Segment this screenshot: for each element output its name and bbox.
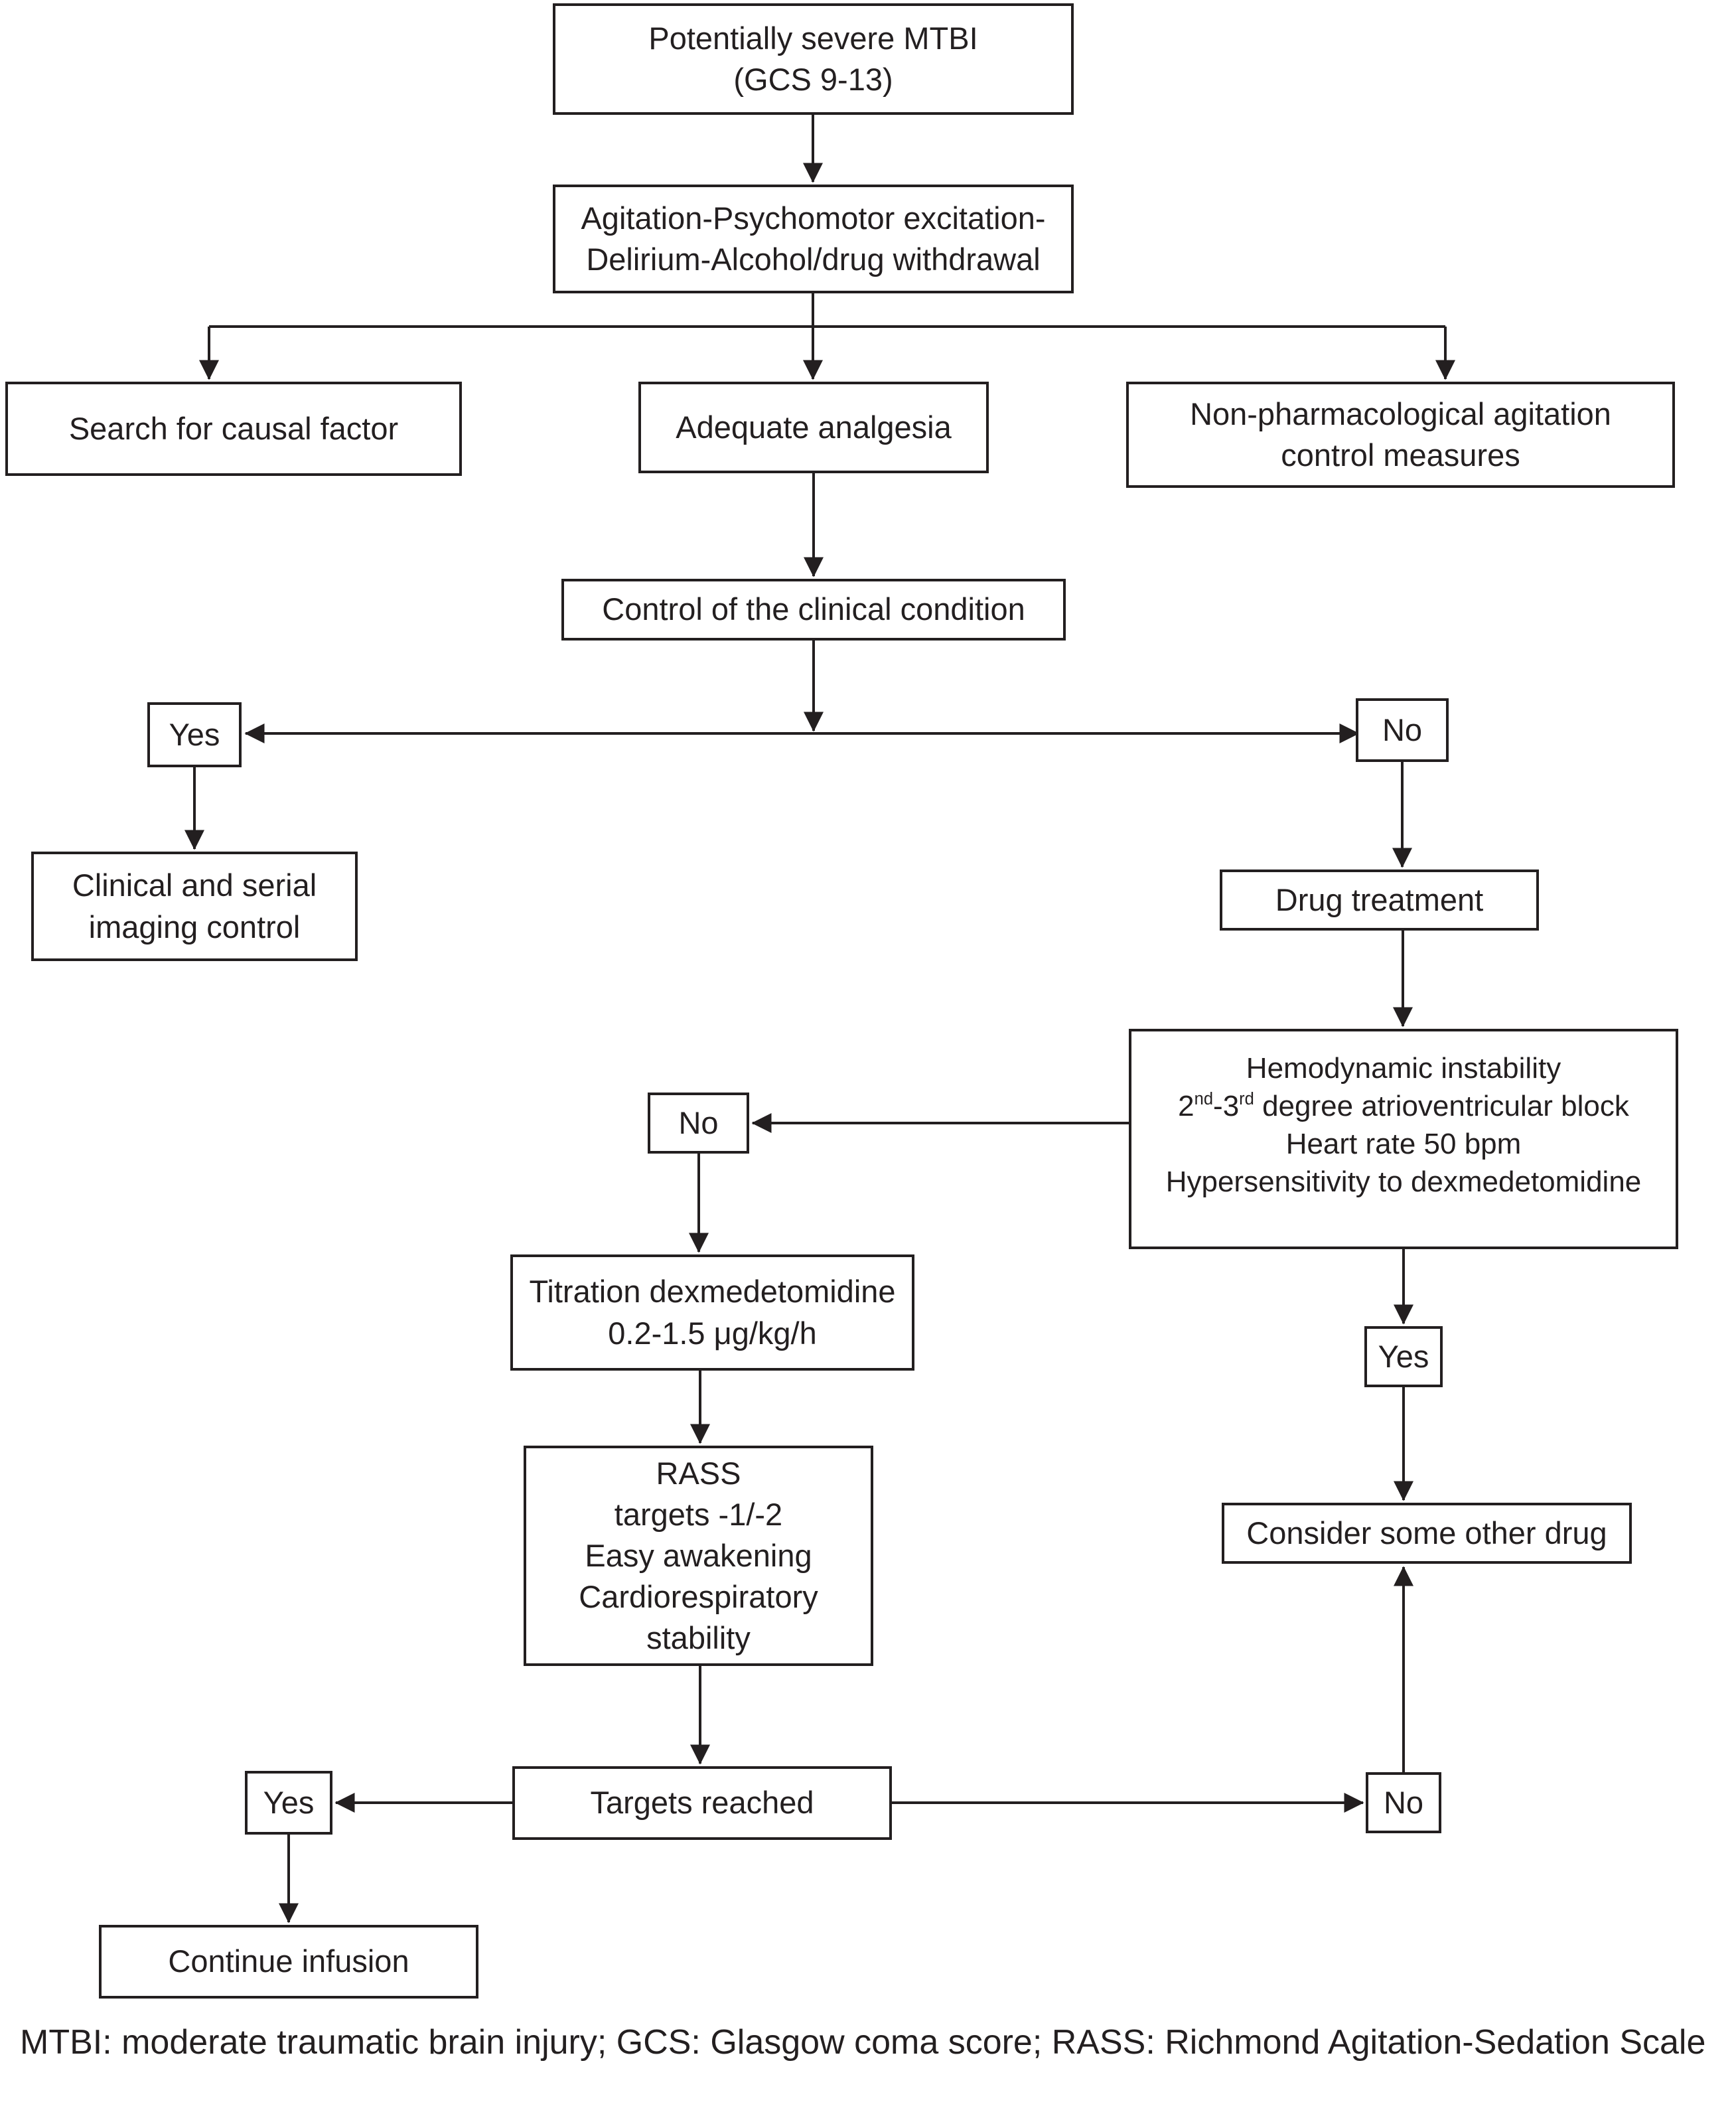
node-drug-treatment: Drug treatment bbox=[1220, 870, 1539, 931]
hemo-line-1: Hemodynamic instability bbox=[1246, 1051, 1561, 1085]
rass-line-2: targets -1/-2 bbox=[614, 1496, 783, 1532]
drug-label: Drug treatment bbox=[1275, 881, 1484, 917]
mtbi-line-1: Potentially severe MTBI bbox=[648, 20, 978, 56]
hemo-line-4: Hypersensitivity to dexmedetomidine bbox=[1165, 1166, 1642, 1199]
hemo-line2-sup1: nd bbox=[1194, 1089, 1214, 1108]
node-continue-infusion: Continue infusion bbox=[99, 1925, 478, 1999]
node-non-pharmacological-measures: Non-pharmacological agitation control me… bbox=[1126, 382, 1675, 488]
node-titration-dexmedetomidine: Titration dexmedetomidine 0.2-1.5 μg/kg/… bbox=[510, 1254, 914, 1371]
control-label: Control of the clinical condition bbox=[602, 591, 1025, 627]
node-no-contraindication: No bbox=[648, 1093, 749, 1154]
imaging-line-1: Clinical and serial bbox=[72, 868, 317, 903]
analgesia-label: Adequate analgesia bbox=[676, 409, 952, 445]
targets-label: Targets reached bbox=[590, 1785, 814, 1821]
hemo-line2-sup2: rd bbox=[1239, 1089, 1254, 1108]
agitation-line-2: Delirium-Alcohol/drug withdrawal bbox=[586, 242, 1041, 277]
node-potentially-severe-mtbi: Potentially severe MTBI (GCS 9-13) bbox=[553, 3, 1074, 115]
hemo-line2-base2: -3 bbox=[1213, 1089, 1240, 1122]
no-control-label: No bbox=[1382, 712, 1423, 747]
titration-line-2: 0.2-1.5 μg/kg/h bbox=[608, 1315, 817, 1351]
agitation-line-1: Agitation-Psychomotor excitation- bbox=[581, 200, 1046, 236]
mtbi-line-2: (GCS 9-13) bbox=[733, 62, 893, 97]
rass-line-5: stability bbox=[646, 1620, 751, 1656]
node-rass-targets: RASS targets -1/-2 Easy awakening Cardio… bbox=[524, 1446, 873, 1666]
figure-caption: MTBI: moderate traumatic brain injury; G… bbox=[20, 2023, 1706, 2062]
continue-infusion-label: Continue infusion bbox=[168, 1943, 409, 1979]
node-search-causal-factor: Search for causal factor bbox=[5, 382, 462, 476]
node-no-clinical-control: No bbox=[1356, 698, 1449, 762]
node-control-clinical-condition: Control of the clinical condition bbox=[561, 579, 1066, 641]
rass-line-4: Cardiorespiratory bbox=[579, 1579, 818, 1615]
node-adequate-analgesia: Adequate analgesia bbox=[638, 382, 989, 473]
node-consider-other-drug: Consider some other drug bbox=[1222, 1503, 1632, 1564]
no-targets-label: No bbox=[1383, 1784, 1424, 1820]
node-no-targets-reached: No bbox=[1366, 1772, 1441, 1833]
yes-targets-label: Yes bbox=[263, 1784, 315, 1820]
yes-control-label: Yes bbox=[169, 716, 220, 752]
imaging-line-2: imaging control bbox=[88, 909, 301, 945]
yes-contra-label: Yes bbox=[1378, 1338, 1429, 1374]
node-yes-targets-reached: Yes bbox=[245, 1771, 332, 1835]
nonpharm-line-1: Non-pharmacological agitation bbox=[1190, 396, 1611, 431]
causal-label: Search for causal factor bbox=[68, 410, 399, 446]
hemo-line2-base3: degree atrioventricular block bbox=[1254, 1089, 1629, 1122]
hemo-line-2: 2nd-3rd degree atrioventricular block bbox=[1178, 1087, 1629, 1125]
rass-line-3: Easy awakening bbox=[585, 1537, 812, 1573]
node-targets-reached: Targets reached bbox=[512, 1766, 892, 1840]
titration-line-1: Titration dexmedetomidine bbox=[529, 1274, 896, 1310]
node-yes-clinical-control: Yes bbox=[147, 702, 242, 767]
hemo-line2-base1: 2 bbox=[1178, 1089, 1194, 1122]
no-contra-label: No bbox=[678, 1104, 719, 1140]
rass-line-1: RASS bbox=[656, 1455, 741, 1491]
node-clinical-serial-imaging: Clinical and serial imaging control bbox=[31, 852, 358, 961]
node-agitation-excitation: Agitation-Psychomotor excitation- Deliri… bbox=[553, 185, 1074, 293]
node-yes-contraindication: Yes bbox=[1364, 1326, 1443, 1387]
hemo-line-3: Heart rate 50 bpm bbox=[1285, 1128, 1522, 1160]
node-dexmedetomidine-contraindications: Hemodynamic instability 2nd-3rd degree a… bbox=[1129, 1029, 1678, 1249]
nonpharm-line-2: control measures bbox=[1281, 437, 1520, 473]
consider-label: Consider some other drug bbox=[1246, 1515, 1607, 1551]
